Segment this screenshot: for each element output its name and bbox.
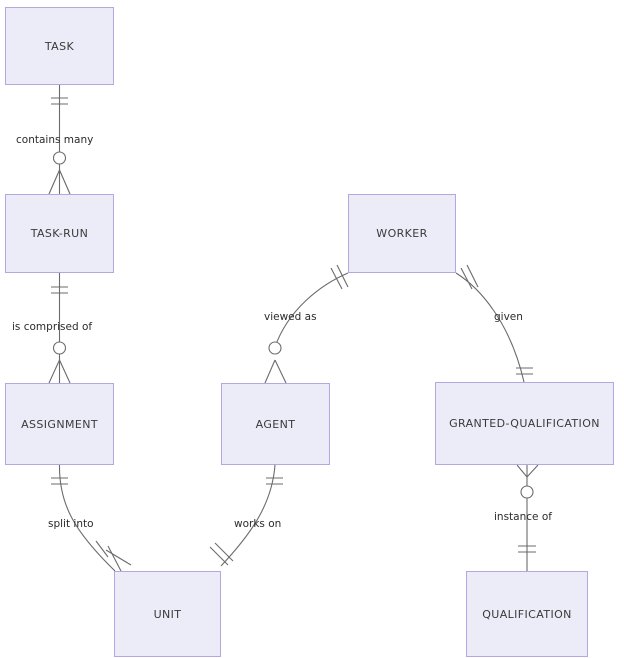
entity-granted-qualification[interactable]: GRANTED-QUALIFICATION xyxy=(435,382,614,465)
entity-task-run[interactable]: TASK-RUN xyxy=(5,194,114,273)
entity-label: AGENT xyxy=(255,417,296,431)
relationship-label-split-into: split into xyxy=(48,518,94,530)
entity-label: QUALIFICATION xyxy=(482,607,572,621)
entity-agent[interactable]: AGENT xyxy=(221,383,330,465)
relationship-label-is-comprised-of: is comprised of xyxy=(12,321,93,333)
relationship-label-contains-many: contains many xyxy=(16,134,94,146)
connector-is-comprised-of xyxy=(48,273,71,384)
entity-worker[interactable]: WORKER xyxy=(348,194,456,273)
connector-instance-of xyxy=(516,464,539,571)
entity-assignment[interactable]: ASSIGNMENT xyxy=(5,383,114,465)
entity-label: ASSIGNMENT xyxy=(21,417,98,431)
entity-qualification[interactable]: QUALIFICATION xyxy=(466,571,588,657)
entity-task[interactable]: TASK xyxy=(5,7,114,85)
relationship-label-instance-of: instance of xyxy=(494,511,552,523)
entity-label: TASK-RUN xyxy=(30,227,89,240)
connector-given xyxy=(455,264,533,383)
relationship-label-given: given xyxy=(494,311,523,323)
entity-unit[interactable]: UNIT xyxy=(114,571,221,657)
relationship-label-viewed-as: viewed as xyxy=(264,311,317,323)
connector-split-into xyxy=(51,464,132,572)
entity-label: TASK xyxy=(44,39,75,53)
entity-label: UNIT xyxy=(153,607,182,621)
connector-contains-many xyxy=(48,85,71,195)
relationship-label-works-on: works on xyxy=(234,518,282,530)
connector-works-on xyxy=(209,464,283,567)
connector-viewed-as xyxy=(264,264,349,384)
entity-label: WORKER xyxy=(376,227,428,240)
entity-label: GRANTED-QUALIFICATION xyxy=(449,417,600,430)
